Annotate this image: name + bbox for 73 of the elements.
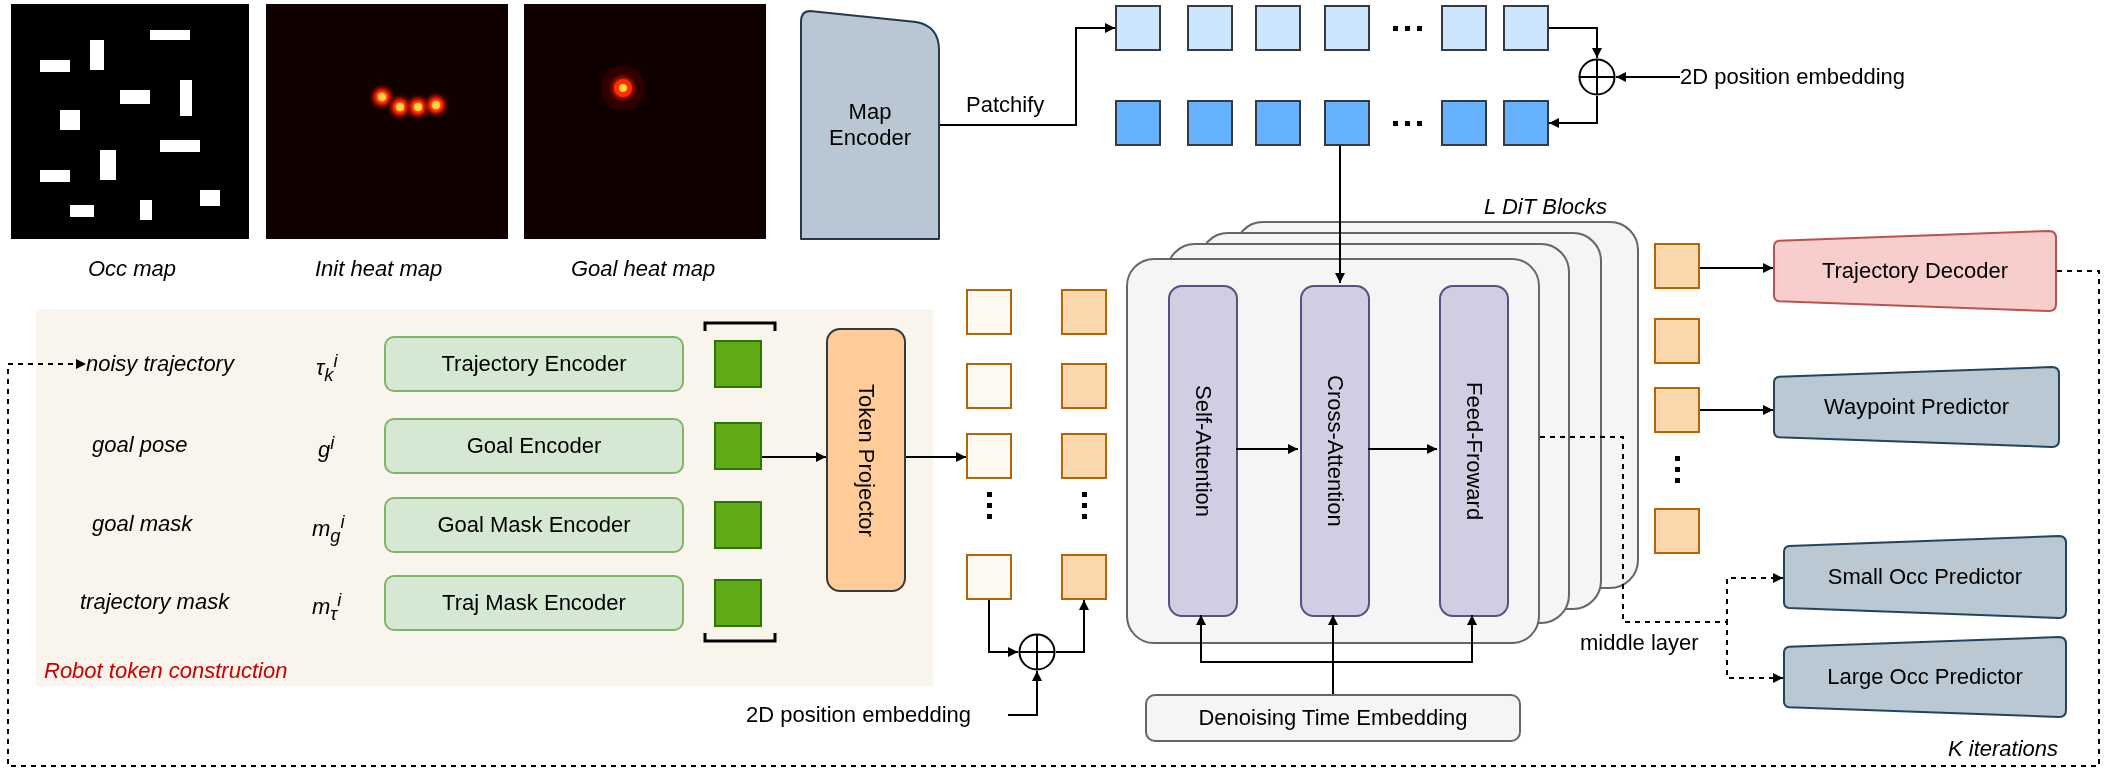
arrow bbox=[988, 599, 1019, 657]
arrow bbox=[1548, 27, 1602, 59]
arrow bbox=[1615, 72, 1681, 82]
token bbox=[1061, 554, 1107, 600]
input-name: goal pose bbox=[92, 432, 188, 458]
patch-token bbox=[1324, 100, 1370, 146]
add-circle-icon bbox=[1018, 633, 1056, 671]
robot-token bbox=[714, 422, 762, 470]
image-caption: Goal heat map bbox=[571, 256, 716, 282]
encoder-box: Trajectory Encoder bbox=[384, 336, 684, 392]
patch-token bbox=[1115, 5, 1161, 51]
panel-background bbox=[36, 309, 933, 686]
token bbox=[1654, 318, 1700, 364]
annotation-text: 2D position embedding bbox=[1680, 62, 1942, 92]
attention-box: Cross-Attention bbox=[1300, 285, 1370, 617]
token bbox=[1061, 433, 1107, 479]
patch-token bbox=[1187, 100, 1233, 146]
image-caption: Occ map bbox=[88, 256, 177, 282]
arrow bbox=[1007, 670, 1042, 716]
predictor-block: Small Occ Predictor bbox=[1783, 535, 2067, 619]
input-name: goal mask bbox=[92, 511, 193, 537]
predictor-block: Large Occ Predictor bbox=[1783, 636, 2067, 718]
projector-box: Token Projector bbox=[826, 328, 906, 592]
input-name: trajectory mask bbox=[80, 589, 230, 615]
arrow bbox=[1055, 599, 1089, 653]
arrow bbox=[1699, 263, 1774, 273]
arrow bbox=[1367, 444, 1438, 454]
token bbox=[966, 433, 1012, 479]
arrow bbox=[905, 452, 967, 462]
panel-title: Robot token construction bbox=[44, 658, 288, 684]
embedding-box: Denoising Time Embedding bbox=[1145, 694, 1521, 742]
patch-token bbox=[1441, 5, 1487, 51]
map-encoder-block: Map Encoder bbox=[800, 10, 940, 240]
token bbox=[966, 289, 1012, 335]
math-symbol: g$^{i}$ bbox=[318, 432, 335, 464]
patch-token bbox=[1503, 100, 1549, 146]
token bbox=[966, 554, 1012, 600]
annotation-text: 2D position embedding bbox=[746, 700, 1008, 730]
patch-token bbox=[1255, 5, 1301, 51]
encoder-box: Goal Mask Encoder bbox=[384, 497, 684, 553]
arrow bbox=[939, 23, 1116, 126]
encoder-box: Traj Mask Encoder bbox=[384, 575, 684, 631]
arrow bbox=[1548, 95, 1598, 128]
patch-token bbox=[1255, 100, 1301, 146]
token bbox=[1061, 363, 1107, 409]
token bbox=[1654, 387, 1700, 433]
patch-token bbox=[1187, 5, 1233, 51]
predictor-block: Waypoint Predictor bbox=[1773, 366, 2060, 448]
patch-token bbox=[1441, 100, 1487, 146]
token bbox=[1654, 508, 1700, 554]
arrow bbox=[1699, 405, 1774, 415]
block-title: L DiT Blocks bbox=[1484, 194, 1608, 220]
robot-token bbox=[714, 501, 762, 549]
input-name: noisy trajectory bbox=[86, 350, 286, 378]
token bbox=[1654, 243, 1700, 289]
patch-token bbox=[1115, 100, 1161, 146]
image-caption: Init heat map bbox=[315, 256, 443, 282]
arrow bbox=[1335, 145, 1345, 284]
transformer-block bbox=[1126, 258, 1540, 644]
arrow bbox=[761, 452, 827, 462]
dashed-arrow bbox=[7, 270, 2100, 767]
patch-token bbox=[1324, 5, 1370, 51]
robot-token bbox=[714, 579, 762, 627]
token bbox=[1061, 289, 1107, 335]
attention-box: Self-Attention bbox=[1168, 285, 1238, 617]
arrow bbox=[1235, 444, 1299, 454]
decoder-block: Trajectory Decoder bbox=[1773, 230, 2057, 312]
add-circle-icon bbox=[1578, 58, 1616, 96]
patch-token bbox=[1503, 5, 1549, 51]
token bbox=[966, 363, 1012, 409]
encoder-box: Goal Encoder bbox=[384, 418, 684, 474]
feed-forward-box: Feed-Froward bbox=[1439, 285, 1509, 617]
robot-token bbox=[714, 340, 762, 388]
